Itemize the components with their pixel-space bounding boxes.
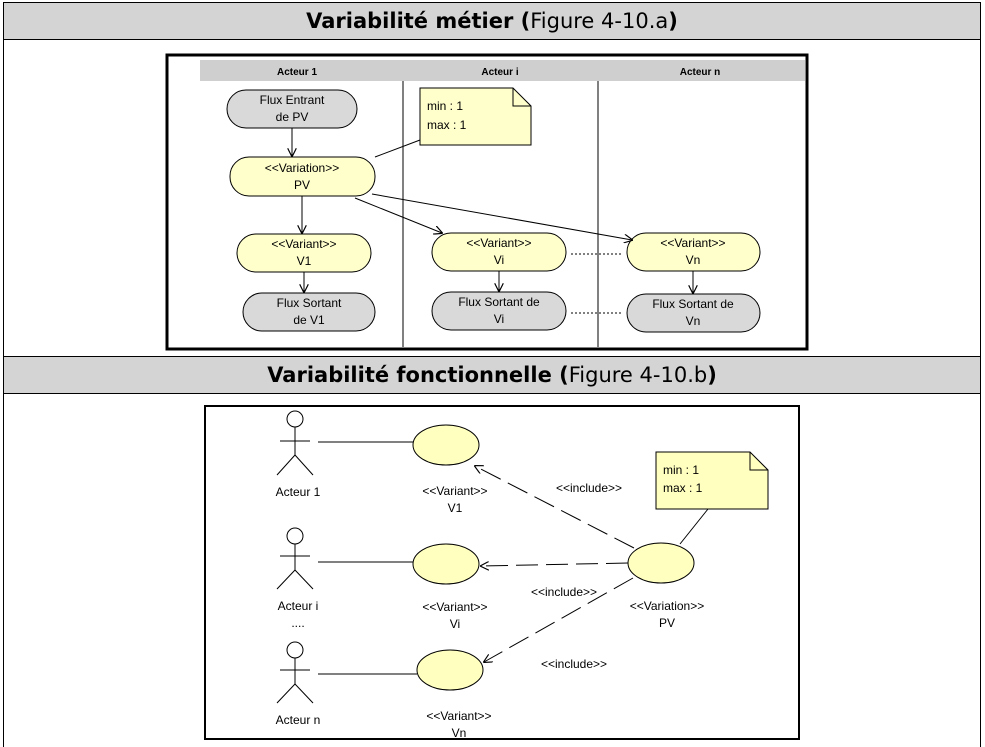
- flux-entrant-line1: Flux Entrant: [260, 93, 325, 107]
- lane-acteur-i: Acteur i: [481, 67, 518, 78]
- variant-v1-line1: <<Variant>>: [271, 237, 336, 251]
- section-b-title-figure: Figure 4-10.b: [568, 363, 708, 387]
- note-b-fold: [749, 452, 768, 471]
- section-a-title-figure: Figure 4-10.a: [530, 9, 669, 33]
- activity-diagram: Acteur 1 Acteur i Acteur n Flux Entrant …: [165, 53, 809, 351]
- variant-vi-line1: <<Variant>>: [466, 236, 531, 250]
- sortant-v1-line1: Flux Sortant: [277, 296, 342, 310]
- usecase-v1-line2: V1: [448, 501, 463, 515]
- sortant-v1-line2: de V1: [293, 313, 325, 327]
- usecase-pv-line1: <<Variation>>: [630, 599, 705, 613]
- note-a-max: max : 1: [427, 118, 467, 132]
- lane-acteur-n: Acteur n: [680, 67, 721, 78]
- usecase-v1: [412, 424, 480, 466]
- sortant-vi-node: [431, 291, 567, 331]
- note-a: [419, 87, 532, 146]
- actor-n-figure: [276, 641, 314, 704]
- usecase-pv-line2: PV: [659, 616, 675, 630]
- sortant-vn-line1: Flux Sortant de: [652, 297, 734, 311]
- flux-entrant-line2: de PV: [276, 110, 309, 124]
- section-b-title-end: ): [707, 363, 717, 387]
- usecase-diagram: Acteur 1 Acteur i .... Acteur n: [204, 405, 800, 740]
- arrow-pv-to-vn: [371, 193, 632, 240]
- variant-vn-line2: Vn: [686, 253, 701, 267]
- sortant-vi-line2: Vi: [494, 312, 504, 326]
- usecase-vi-line1: <<Variant>>: [422, 600, 487, 614]
- section-b-header: Variabilité fonctionnelle (Figure 4-10.b…: [3, 356, 981, 394]
- section-a-title-bold: Variabilité métier (: [306, 9, 531, 33]
- arrow-pv-to-vi: [354, 197, 442, 233]
- note-b-max: max : 1: [663, 481, 703, 495]
- usecase-v1-line1: <<Variant>>: [422, 484, 487, 498]
- section-a-header: Variabilité métier (Figure 4-10.a): [3, 2, 981, 40]
- sortant-vn-node: [626, 293, 761, 333]
- usecase-vn: [416, 649, 484, 691]
- include-label-2: <<include>>: [531, 585, 597, 599]
- usecase-pv: [627, 542, 695, 584]
- note-a-link: [374, 139, 421, 158]
- variant-vn-line1: <<Variant>>: [660, 236, 725, 250]
- swimlane-header-bar: [200, 60, 805, 81]
- include-label-1: <<include>>: [556, 481, 622, 495]
- lane-acteur-1: Acteur 1: [277, 67, 317, 78]
- note-b-link: [679, 508, 709, 545]
- include-pv-to-vi: [481, 563, 629, 566]
- note-b: [655, 451, 769, 510]
- sortant-vi-line1: Flux Sortant de: [458, 295, 540, 309]
- section-b-title-bold: Variabilité fonctionnelle (: [267, 363, 569, 387]
- variation-pv-line2: PV: [294, 178, 310, 192]
- actor-i-label: Acteur i: [278, 599, 319, 613]
- usecase-vn-line1: <<Variant>>: [426, 709, 491, 723]
- usecase-vi-line2: Vi: [450, 617, 460, 631]
- variant-v1-line2: V1: [297, 254, 312, 268]
- variant-vi-line2: Vi: [494, 253, 504, 267]
- variation-pv-line1: <<Variation>>: [265, 161, 340, 175]
- actor-n-label: Acteur n: [276, 713, 321, 727]
- section-b-cell: [3, 393, 981, 747]
- usecase-vn-line2: Vn: [452, 726, 467, 740]
- include-label-3: <<include>>: [541, 657, 607, 671]
- section-a-title-end: ): [668, 9, 678, 33]
- sortant-vn-line2: Vn: [686, 314, 701, 328]
- usecase-vi: [412, 543, 480, 585]
- actor-i-figure: [276, 527, 314, 590]
- note-b-min: min : 1: [663, 463, 699, 477]
- note-a-min: min : 1: [427, 99, 463, 113]
- sortant-v1-node: [242, 292, 376, 332]
- note-a-fold: [512, 88, 531, 107]
- actor-1-label: Acteur 1: [276, 485, 321, 499]
- actor-i-dots: ....: [291, 616, 304, 630]
- actor-1-figure: [276, 410, 314, 476]
